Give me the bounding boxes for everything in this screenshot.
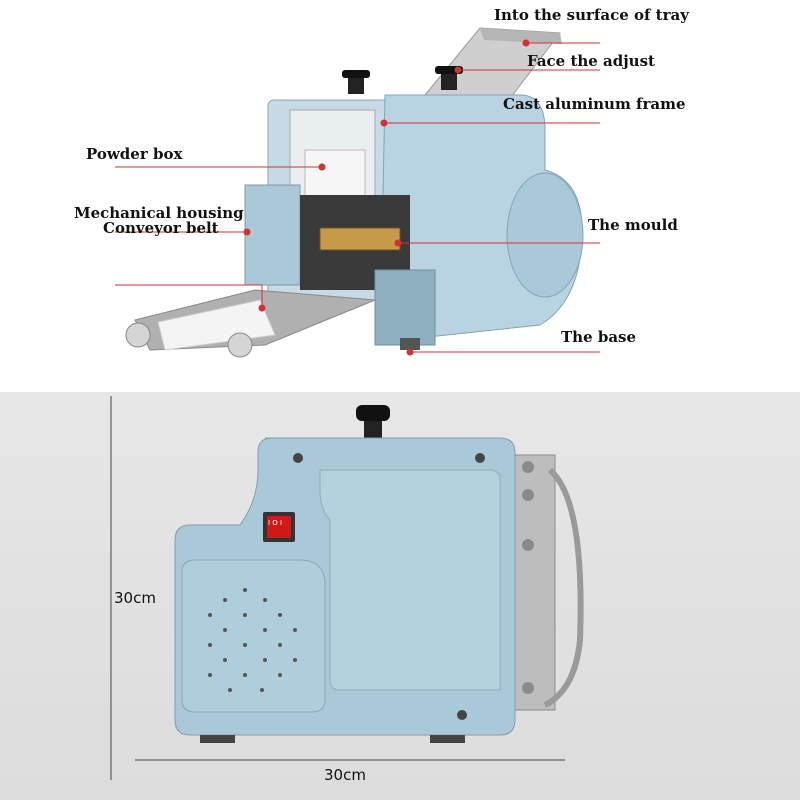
- callout-conveyor: Conveyor belt: [103, 219, 219, 237]
- callout-adjust: Face the adjust: [527, 52, 655, 70]
- callout-powder-box: Powder box: [86, 145, 183, 163]
- callout-base: The base: [561, 328, 637, 346]
- switch-label: I O I: [268, 519, 283, 527]
- machine-3d-illustration: [115, 27, 600, 358]
- callout-housing: Mechanical housing: [74, 204, 244, 222]
- height-dimension: 30cm: [114, 589, 156, 607]
- callout-mould: The mould: [588, 216, 678, 234]
- mould-cover: [506, 172, 584, 298]
- callout-tray: Into the surface of tray: [494, 6, 689, 24]
- callout-frame: Cast aluminum frame: [503, 95, 686, 113]
- width-dimension: 30cm: [324, 766, 366, 784]
